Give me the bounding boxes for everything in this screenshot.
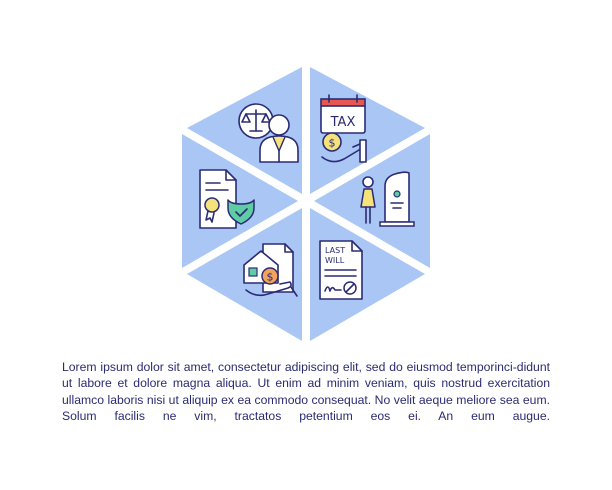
coin-dollar-sign: $ xyxy=(329,137,336,150)
last-will-label-line1: LAST xyxy=(325,246,345,255)
house-money-icon: $ xyxy=(243,243,298,297)
segment-left xyxy=(182,134,298,268)
last-will-label-line2: WILL xyxy=(325,256,345,265)
hexagon-diagram: TAX $ LAST WILL $ xyxy=(182,67,430,341)
tax-label: TAX xyxy=(330,115,356,130)
description-text: Lorem ipsum dolor sit amet, consectetur … xyxy=(62,360,550,424)
tax-payment-icon: TAX $ xyxy=(320,94,367,163)
memorial-icon xyxy=(360,171,415,227)
certified-document-icon xyxy=(199,169,255,229)
house-dollar-sign: $ xyxy=(267,271,274,284)
last-will-document-icon: LAST WILL xyxy=(319,240,363,300)
lawyer-icon xyxy=(238,103,299,163)
